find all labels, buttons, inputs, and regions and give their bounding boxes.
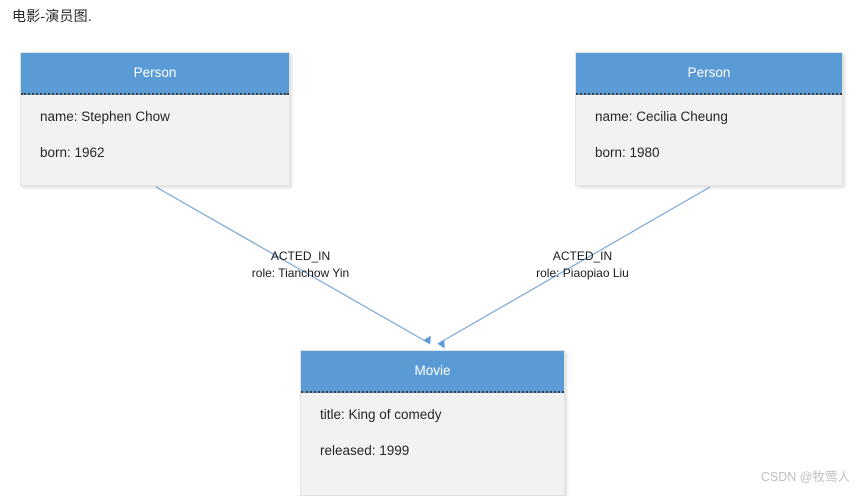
node-property-released: released: 1999	[320, 443, 410, 458]
edge-type-left: ACTED_IN	[270, 249, 331, 263]
node-body-person-left: name: Stephen Chow born: 1962	[21, 95, 289, 160]
edge-role-right: role: Piaopiao Liu	[536, 266, 629, 280]
node-label-movie: Movie	[301, 351, 564, 393]
page-title: 电影-演员图.	[12, 8, 92, 24]
edge-role-left: role: Tianchow Yin	[251, 266, 350, 280]
edge-type-right: ACTED_IN	[552, 249, 613, 263]
node-property-name: name: Cecilia Cheung	[595, 109, 728, 124]
node-person-right[interactable]: Person name: Cecilia Cheung born: 1980	[575, 52, 843, 186]
node-label-person-right: Person	[576, 53, 842, 95]
edge-label-right: ACTED_IN role: Piaopiao Liu	[500, 248, 665, 282]
node-movie[interactable]: Movie title: King of comedy released: 19…	[300, 350, 565, 496]
node-property-title: title: King of comedy	[320, 407, 442, 422]
edge-label-left: ACTED_IN role: Tianchow Yin	[218, 248, 383, 282]
node-person-left[interactable]: Person name: Stephen Chow born: 1962	[20, 52, 290, 186]
node-body-movie: title: King of comedy released: 1999	[301, 393, 564, 458]
node-label-person-left: Person	[21, 53, 289, 95]
node-property-born: born: 1962	[40, 145, 105, 160]
watermark: CSDN @牧莺人	[760, 470, 850, 484]
node-body-person-right: name: Cecilia Cheung born: 1980	[576, 95, 842, 160]
node-property-born: born: 1980	[595, 145, 660, 160]
node-property-name: name: Stephen Chow	[40, 109, 170, 124]
